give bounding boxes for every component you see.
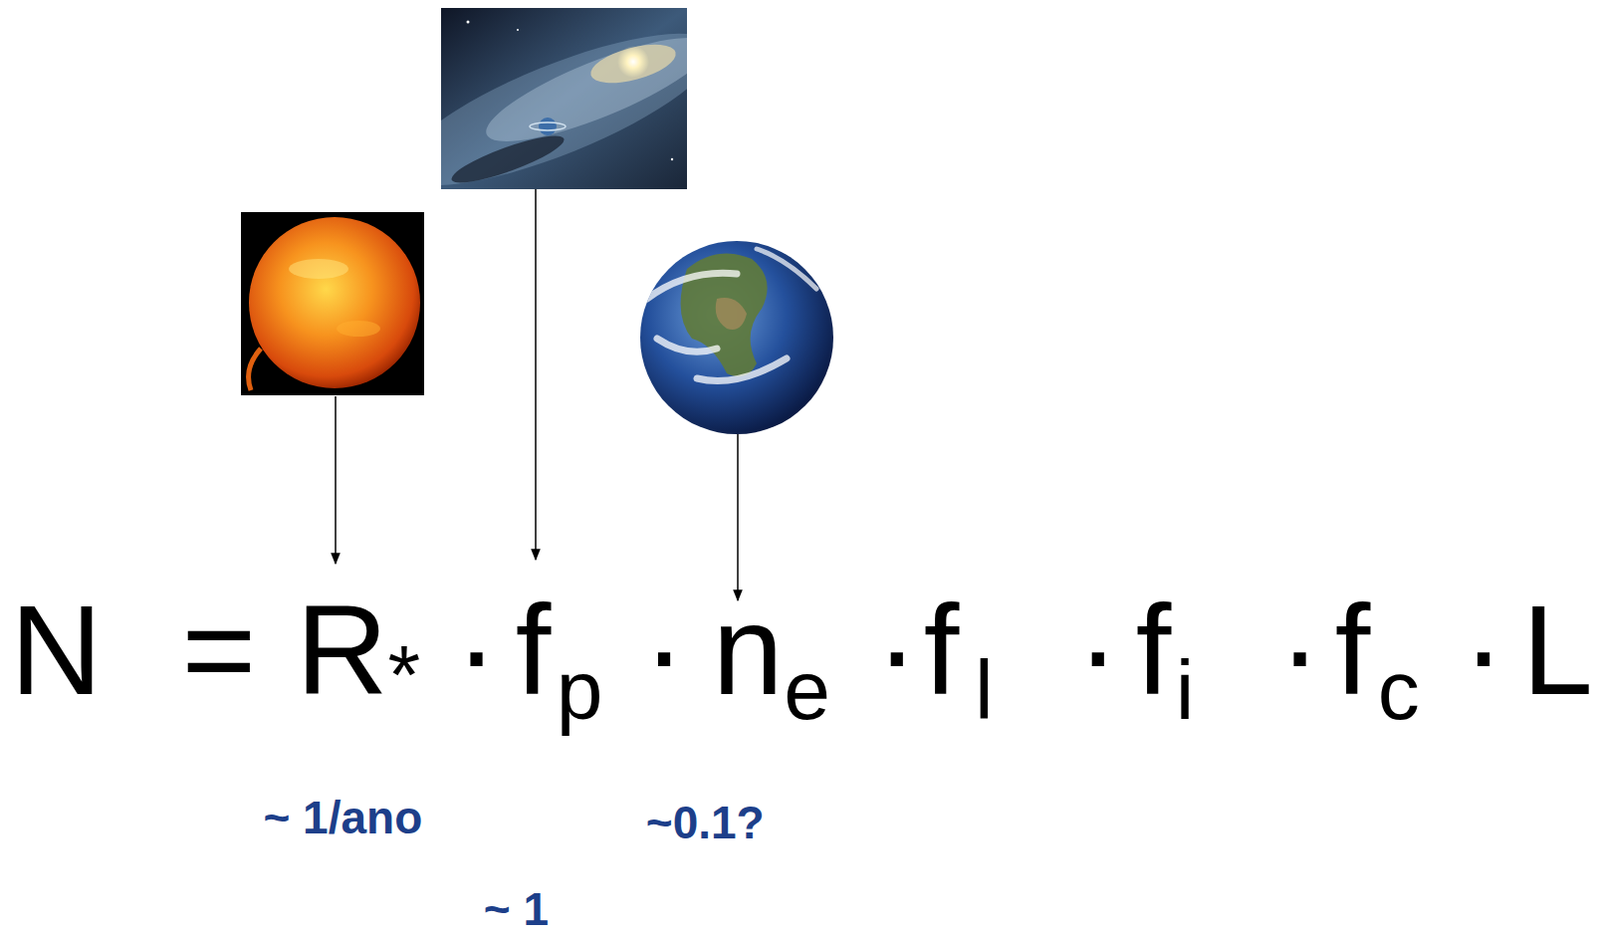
equation-symbol: f [1136,586,1172,714]
estimate-value: ~ 1/ano [262,794,423,841]
equation-symbol: · [1278,586,1322,714]
equation-symbol: f [515,586,552,714]
equation-symbol: N [9,586,102,714]
equation-symbol: · [1076,586,1120,714]
equation-symbol: · [1462,586,1506,714]
leader-arrow [334,396,337,564]
equation-subscript: * [388,633,422,717]
equation-symbol: f [923,586,960,714]
earth-picture [640,240,834,435]
equation-subscript: i [1175,648,1195,732]
planetary-system-picture [441,7,687,190]
estimate-value: ~0.1? [646,799,765,846]
equation-symbol: · [643,586,686,714]
equation-symbol: L [1522,586,1594,714]
equation-subscript: l [974,648,994,732]
equation-subscript: c [1377,648,1420,732]
leader-arrow [534,189,537,560]
equation-symbol: f [1335,586,1372,714]
equation-subscript: e [783,648,831,732]
equation-symbol: · [875,586,918,714]
sun-picture [240,212,425,396]
equation-subscript: p [556,648,604,732]
equation-symbol: n [711,586,783,714]
equation-symbol: R [295,586,388,714]
equation-symbol: = [181,586,256,714]
estimate-value: ~ 1 [483,886,549,932]
equation-symbol: · [455,586,498,714]
leader-arrow [736,434,739,601]
